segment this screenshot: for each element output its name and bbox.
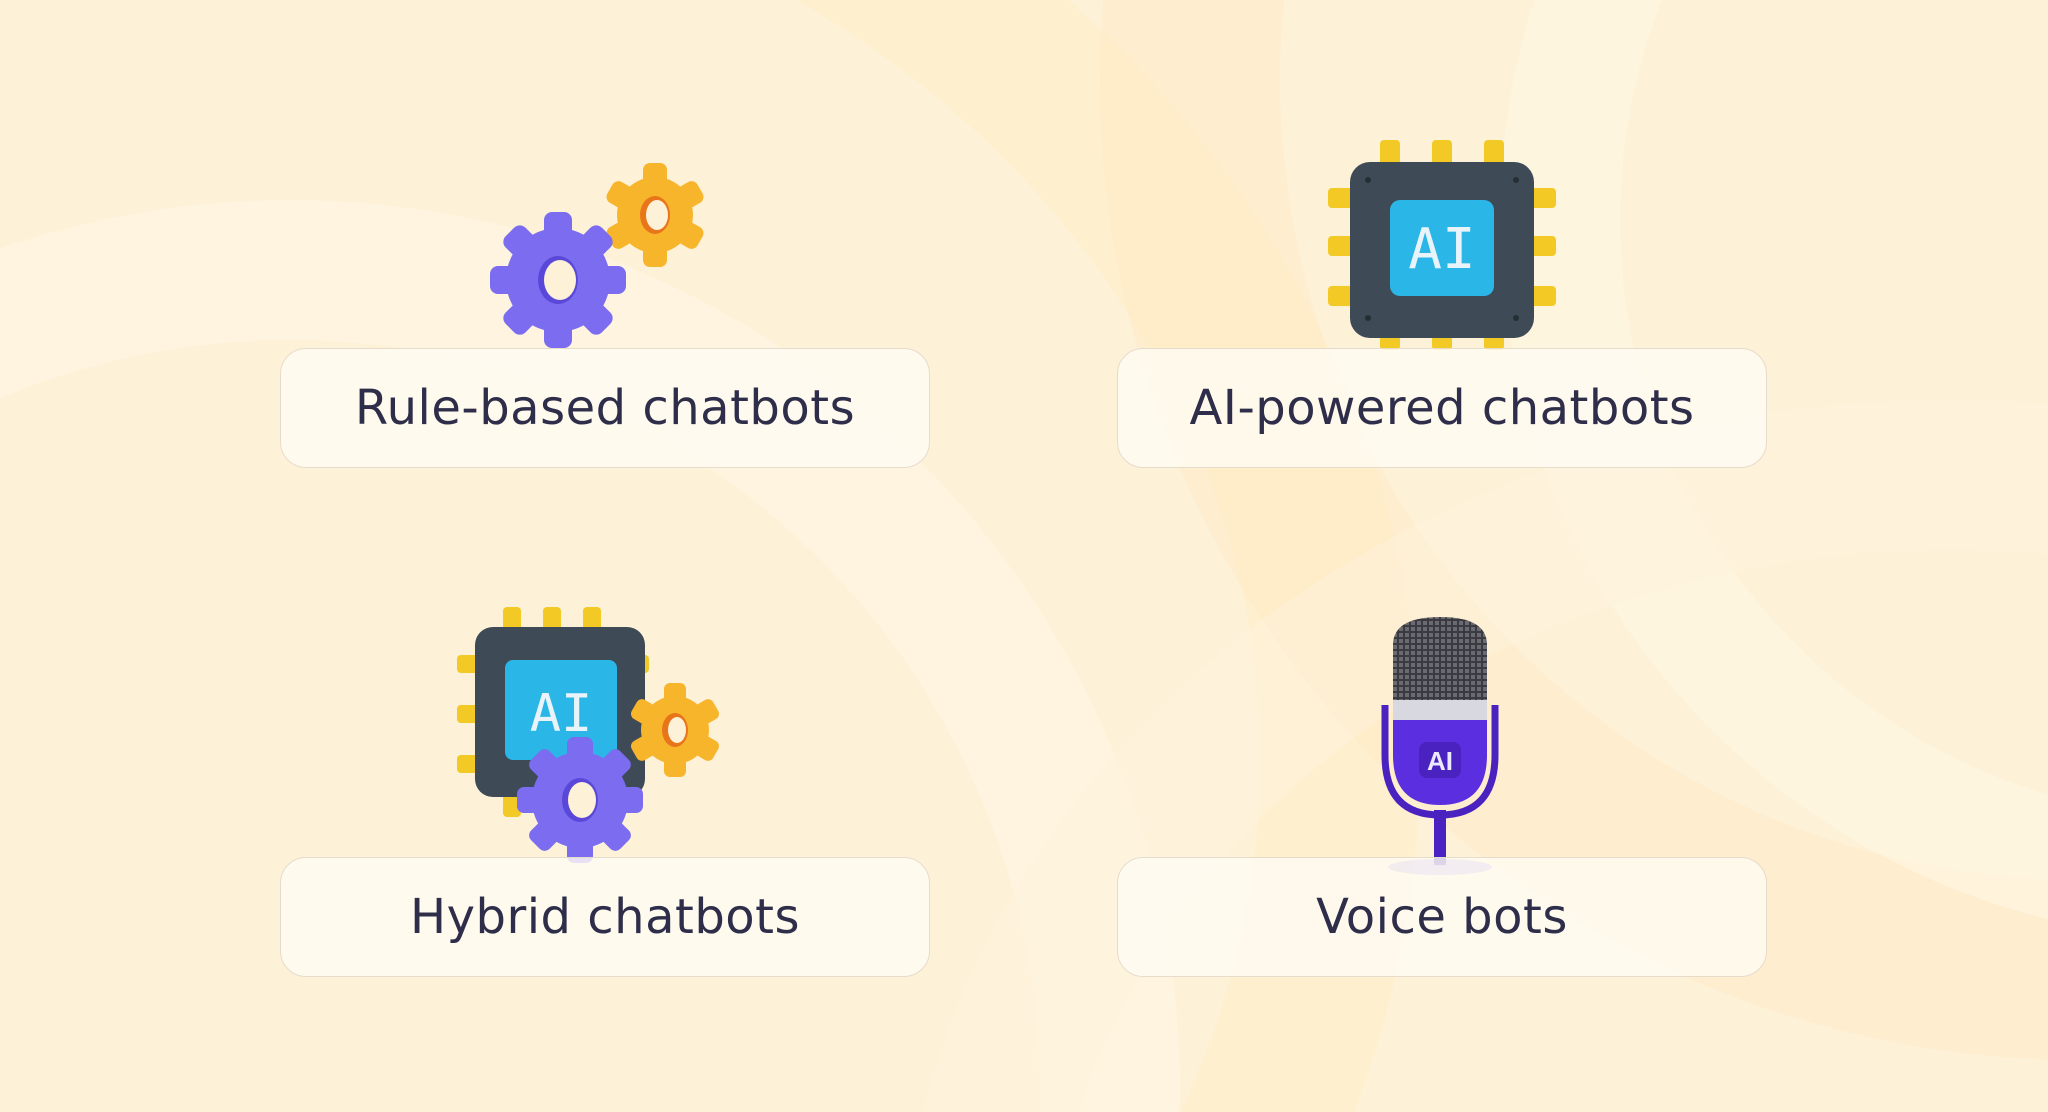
category-card-voice-bots: Voice bots bbox=[1117, 857, 1767, 977]
ai-chip-icon: AI bbox=[1328, 140, 1556, 355]
ai-microphone-icon: AI bbox=[1375, 615, 1505, 880]
card-label: Voice bots bbox=[1316, 889, 1568, 945]
ai-chip-with-gears-icon: AI bbox=[455, 605, 735, 865]
chip-text: AI bbox=[1408, 217, 1475, 282]
chip-text: AI bbox=[530, 684, 593, 744]
category-card-ai-powered: AI-powered chatbots bbox=[1117, 348, 1767, 468]
category-card-rule-based: Rule-based chatbots bbox=[280, 348, 930, 468]
card-label: Hybrid chatbots bbox=[410, 889, 800, 945]
card-label: AI-powered chatbots bbox=[1189, 380, 1695, 436]
mic-text: AI bbox=[1427, 746, 1453, 776]
gears-icon bbox=[480, 160, 720, 360]
category-card-hybrid: Hybrid chatbots bbox=[280, 857, 930, 977]
card-label: Rule-based chatbots bbox=[354, 380, 856, 436]
